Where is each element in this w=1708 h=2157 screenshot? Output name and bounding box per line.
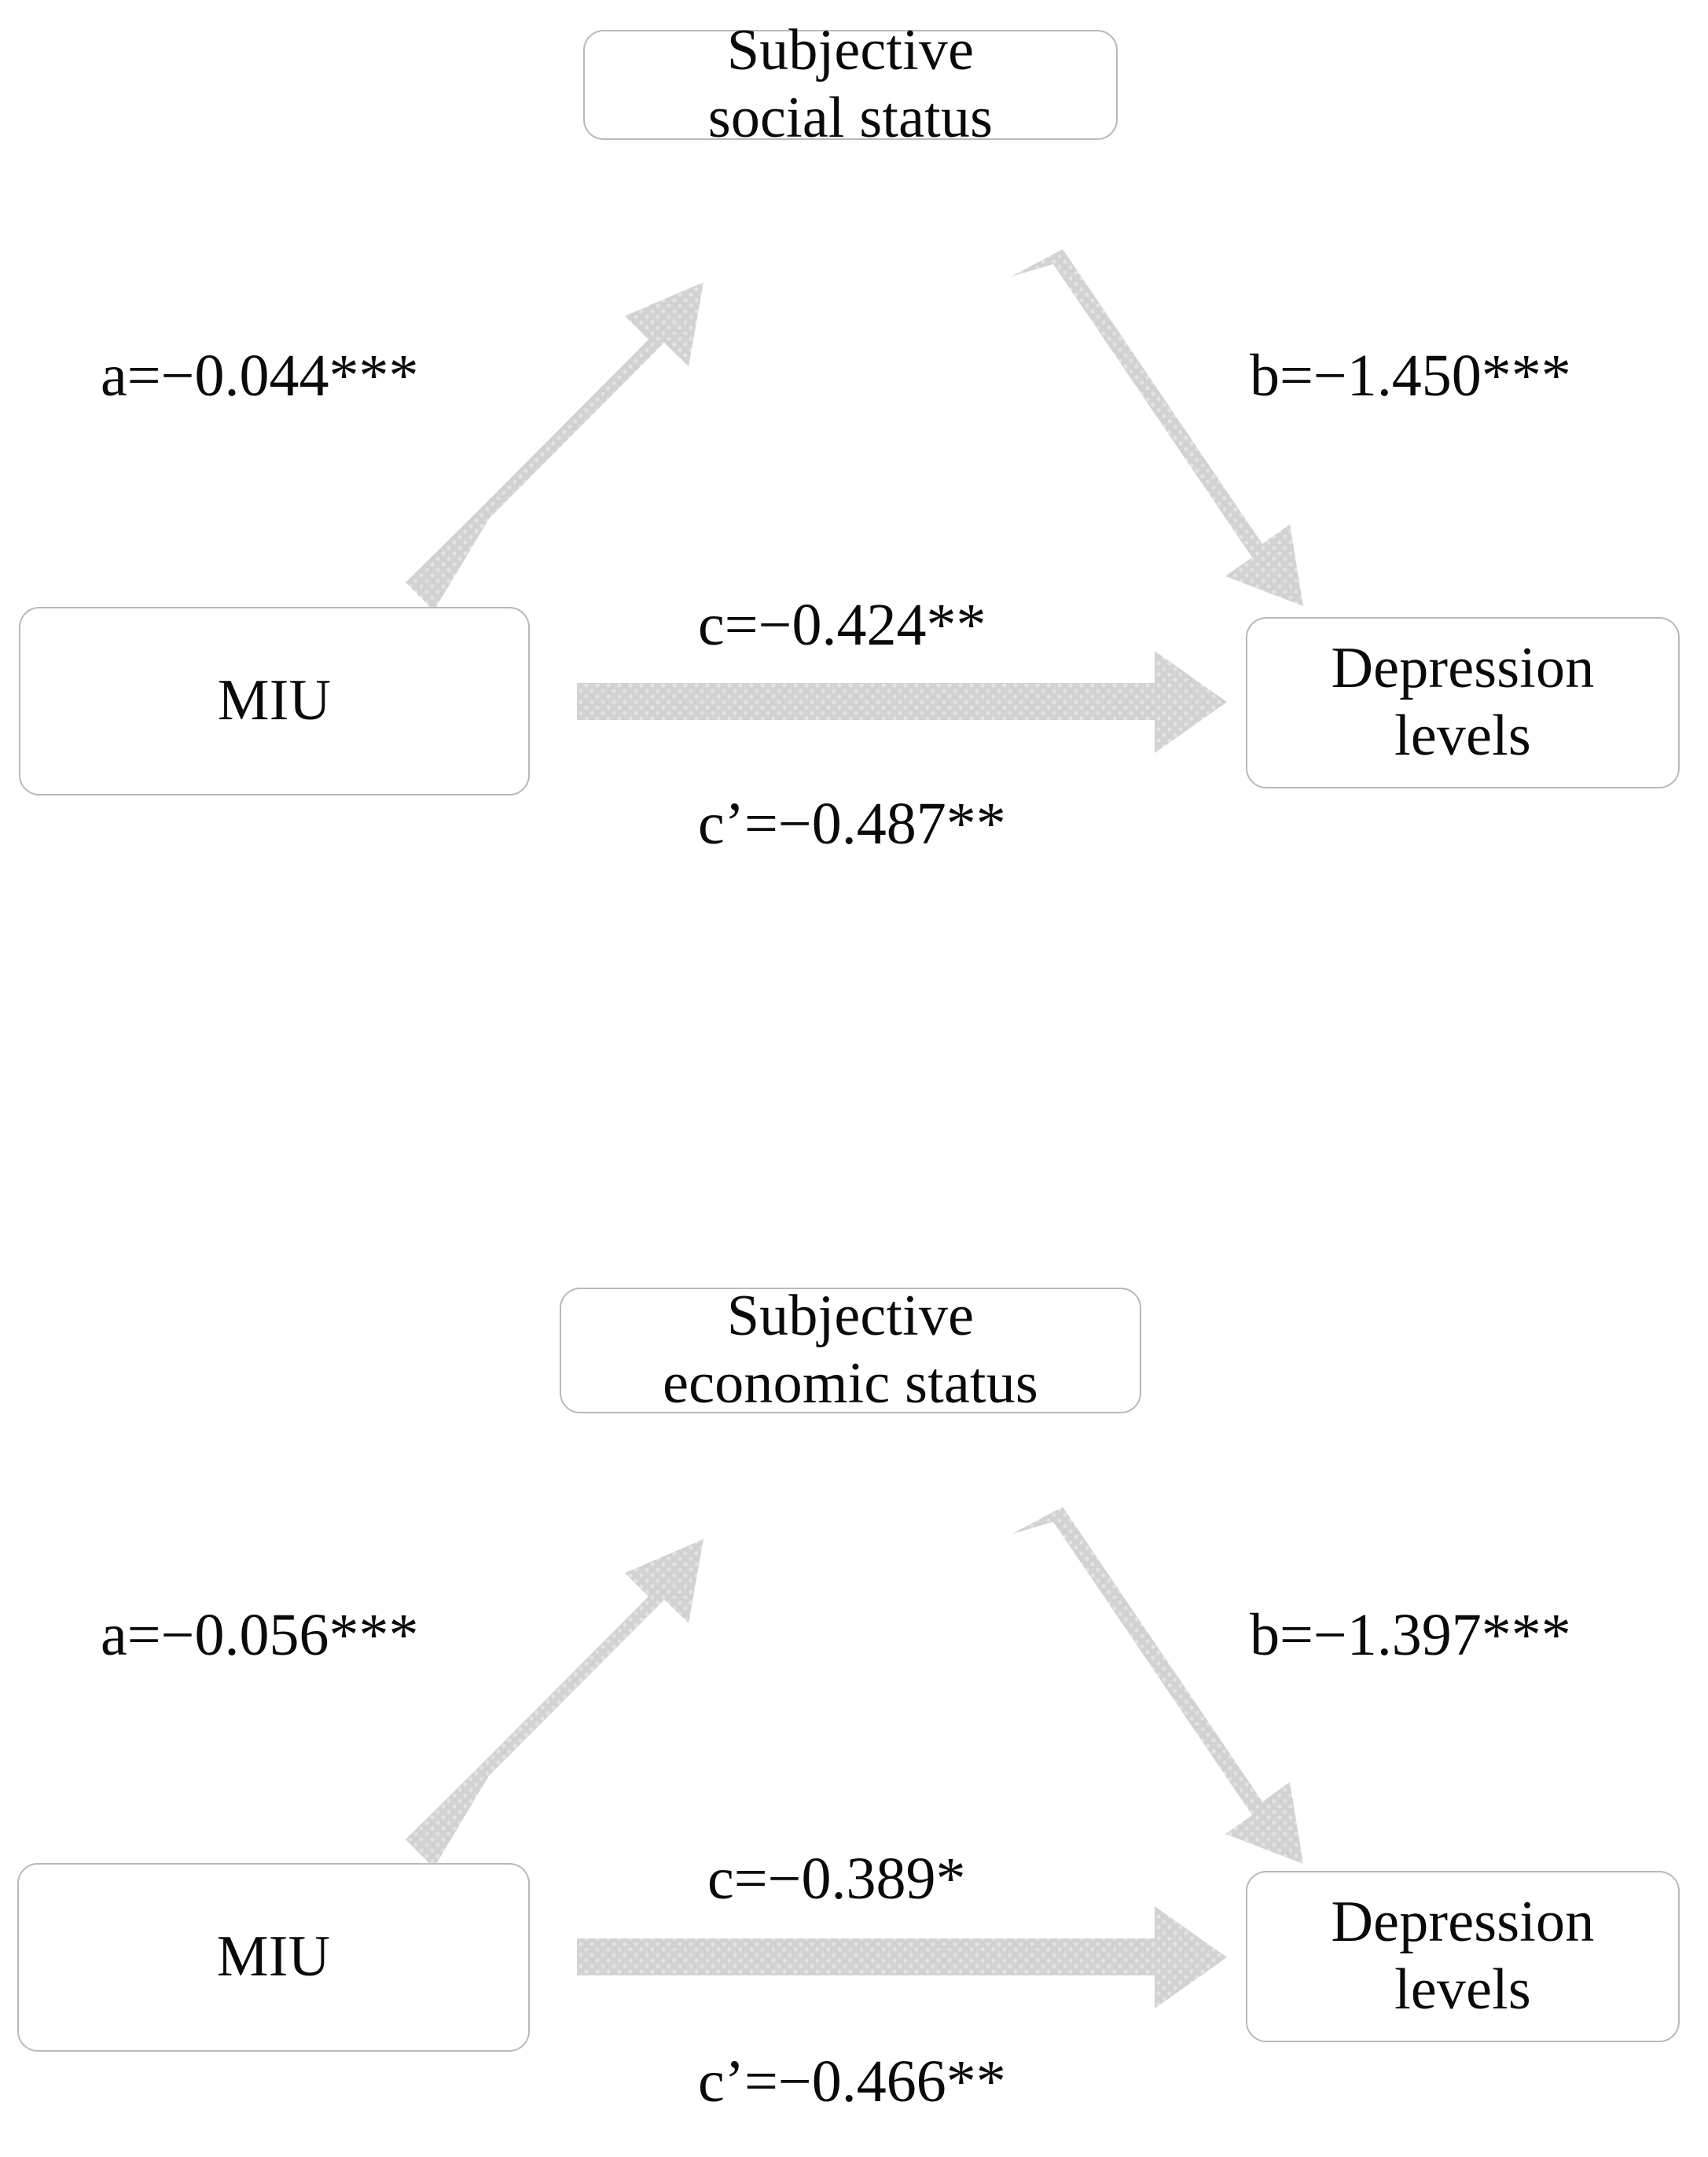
arrow-path-c-bottom (577, 1906, 1227, 2008)
node-depression-levels-top-label: Depression levels (1331, 636, 1595, 768)
node-depression-levels-bottom[interactable]: Depression levels (1246, 1871, 1680, 2042)
path-label-c-prime-top: c’=−0.487** (698, 791, 1006, 857)
path-label-c-prime-bottom: c’=−0.466** (698, 2049, 1006, 2115)
arrow-path-c-top (577, 651, 1227, 753)
node-mediator-economic-status-label: Subjective economic status (663, 1284, 1038, 1416)
node-depression-levels-top[interactable]: Depression levels (1246, 617, 1680, 788)
path-label-b-bottom: b=−1.397*** (1250, 1602, 1571, 1668)
path-label-b-top: b=−1.450*** (1250, 343, 1571, 409)
node-depression-levels-bottom-label: Depression levels (1331, 1890, 1595, 2022)
node-mediator-social-status[interactable]: Subjective social status (583, 18, 1118, 150)
node-miu-bottom-label: MIU (216, 1924, 331, 1990)
node-miu-top-label: MIU (217, 668, 332, 733)
path-label-c-top: c=−0.424** (698, 592, 986, 658)
node-miu-bottom[interactable]: MIU (17, 1863, 530, 2052)
mediation-panel-social-status: MIU Subjective social status Depression … (0, 0, 1708, 904)
node-mediator-social-status-label: Subjective social status (707, 18, 994, 150)
path-label-c-bottom: c=−0.389* (707, 1846, 966, 1912)
arrow-path-b-bottom (1011, 1507, 1303, 1864)
path-label-a-top: a=−0.044*** (101, 343, 419, 409)
node-mediator-economic-status[interactable]: Subjective economic status (560, 1284, 1141, 1416)
path-label-a-bottom: a=−0.056*** (101, 1602, 419, 1668)
node-miu-top[interactable]: MIU (19, 607, 530, 796)
arrow-path-a-top (406, 282, 703, 611)
arrow-path-b-top (1011, 249, 1303, 606)
mediation-panel-economic-status: MIU Subjective economic status Depressio… (0, 1242, 1708, 2157)
arrow-path-a-bottom (406, 1539, 703, 1868)
